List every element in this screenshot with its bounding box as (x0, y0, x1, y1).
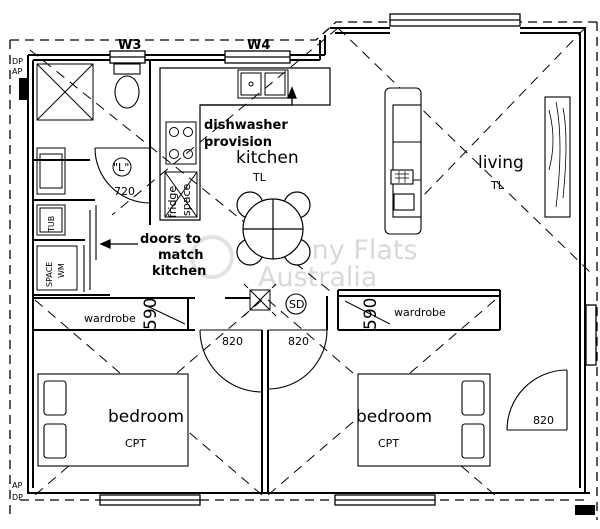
doors-leader-arrow (99, 238, 138, 250)
kitchen-room-finish: TL (252, 171, 267, 184)
tv-unit (544, 96, 571, 218)
doors-note-3: kitchen (152, 264, 206, 279)
living-room-name: living (478, 153, 524, 173)
bed1-door-size: 820 (222, 335, 243, 348)
watermark: Granny Flats Australia (190, 235, 418, 293)
sofa-icon (384, 87, 422, 235)
watermark-line-2: Australia (258, 262, 377, 293)
wardrobe-doors (144, 300, 391, 325)
wm-label-2: WM (57, 263, 66, 278)
bed-left (37, 373, 189, 467)
laundry-sliding-doors (83, 205, 97, 292)
bedroom2-finish: CPT (378, 437, 399, 450)
walls (27, 27, 590, 494)
toilet-tag-label: "L" (113, 161, 129, 174)
window-label-w3: W3 (118, 38, 141, 53)
wardrobe-left-depth: 590 (141, 298, 161, 330)
windows (99, 13, 597, 506)
wardrobe-left-label: wardrobe (84, 312, 136, 325)
entry-door-size: 820 (533, 414, 554, 427)
fridge-label-1: fridge (166, 186, 179, 218)
marker-dp-bottom: DP (12, 493, 23, 502)
kitchen-room-name: kitchen (236, 148, 299, 168)
sink-icon (237, 69, 289, 99)
toilet-tag-circle (112, 157, 132, 177)
wm-label-1: SPACE (45, 262, 54, 287)
laundry-tub (36, 204, 66, 236)
window-label-w4: W4 (247, 38, 270, 53)
dishwasher-leader-arrow (200, 86, 297, 106)
bedroom2-name: bedroom (356, 407, 432, 427)
bedroom1-name: bedroom (108, 407, 184, 427)
bedroom1-finish: CPT (125, 437, 146, 450)
marker-ap-top: AP (12, 67, 22, 76)
fridge-label-2: space (180, 183, 193, 216)
vanity-basin (36, 147, 66, 195)
smoke-detector-icon: SD (285, 293, 307, 315)
washing-machine-space (36, 245, 78, 291)
shower-base (36, 63, 94, 121)
living-room-finish: TL (490, 179, 505, 192)
bed2-door-size: 820 (288, 335, 309, 348)
downpipe-bottom (575, 505, 595, 515)
bed-right (357, 373, 491, 467)
wardrobe-right-label: wardrobe (394, 306, 446, 319)
doors-note-1: doors to (140, 232, 201, 247)
tub-label: TUB (47, 216, 56, 233)
ceiling-access-hatch (243, 283, 277, 317)
smoke-detector-label: SD (289, 298, 304, 311)
doors-note-2: match (158, 248, 204, 263)
toilet-icon (113, 63, 141, 109)
fridge-space (164, 171, 198, 218)
cooktop-icon (165, 121, 197, 165)
marker-ap-bottom: AP (12, 481, 22, 490)
marker-dp-top: DP (12, 57, 23, 66)
dishwasher-label-1: dishwasher (204, 118, 288, 133)
dishwasher-label-2: provision (204, 135, 272, 150)
downpipe-top (19, 78, 27, 100)
dining-table-icon (236, 191, 311, 266)
bath-door-size: 720 (114, 185, 135, 198)
bedroom-doors (199, 329, 568, 431)
bathroom-door (94, 147, 151, 204)
